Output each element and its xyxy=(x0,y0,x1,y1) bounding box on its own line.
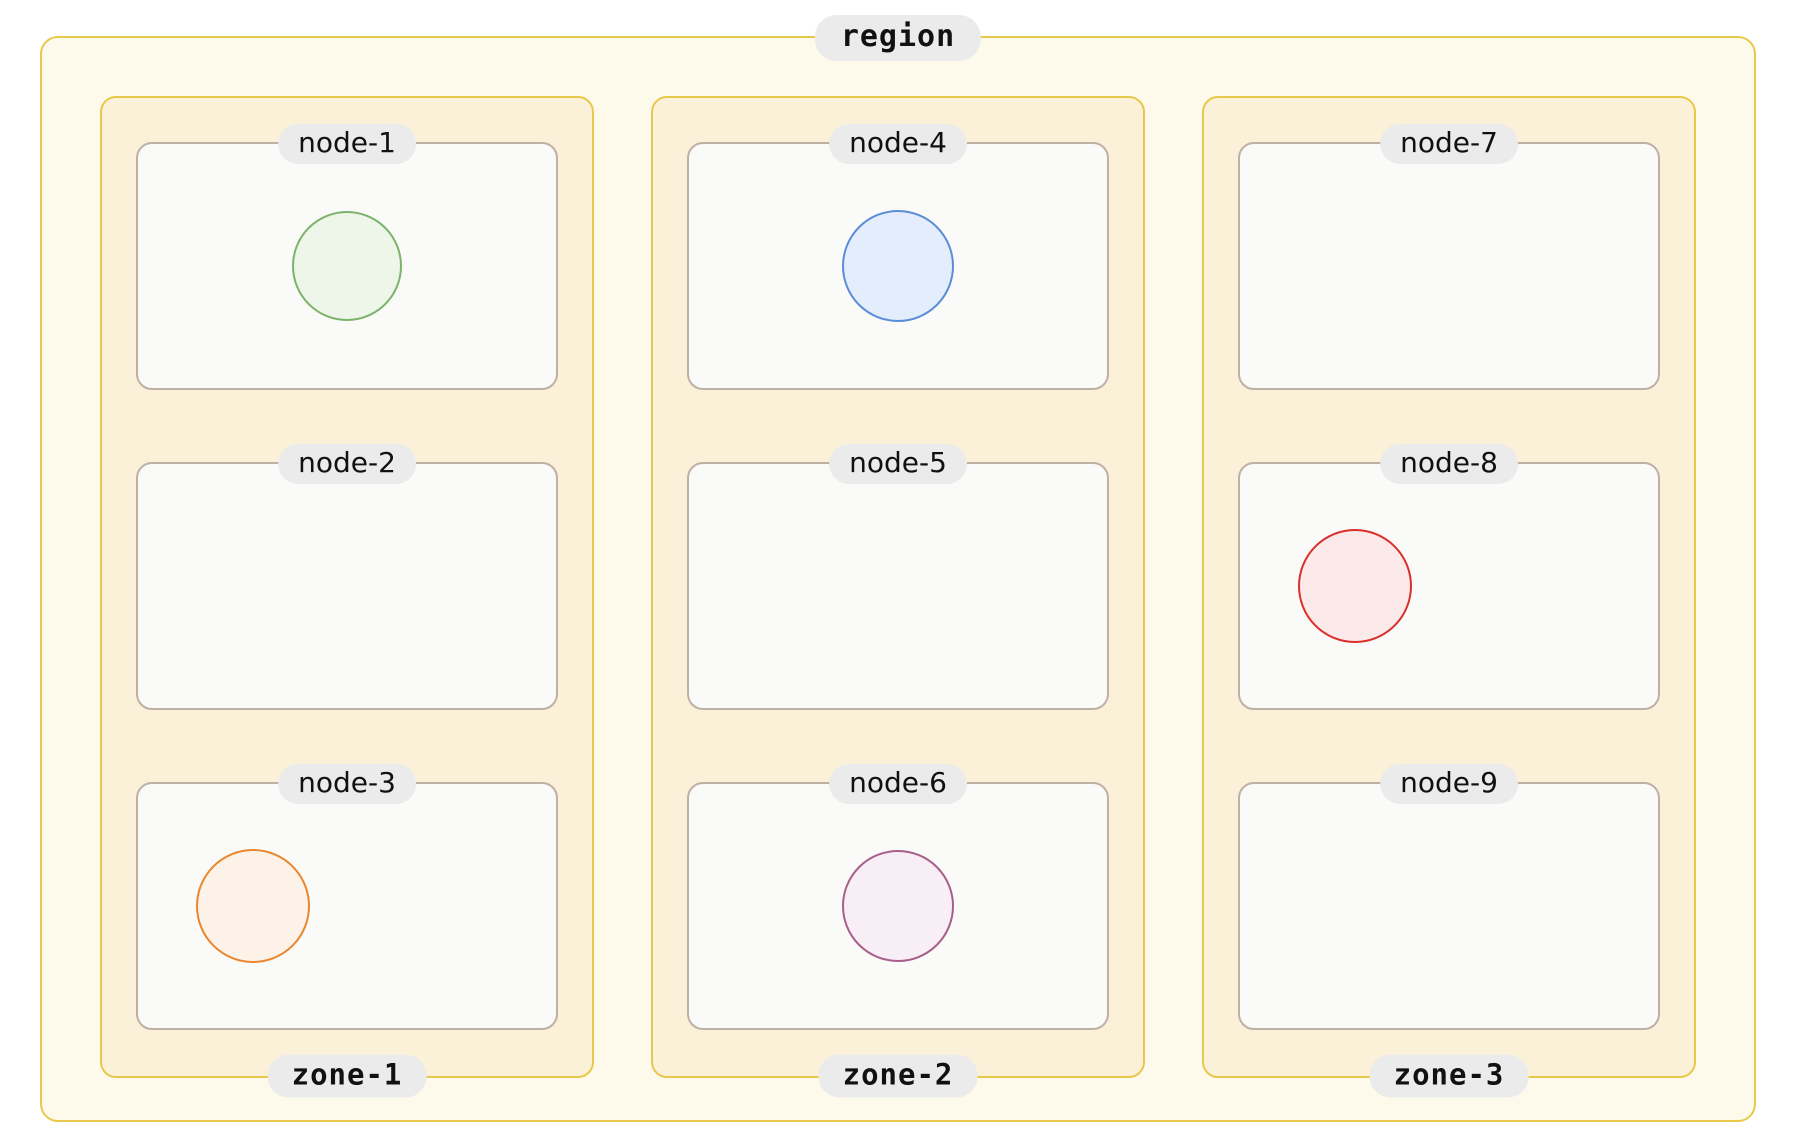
node-circle-1 xyxy=(292,211,402,321)
zone-container-3[interactable]: node-7 node-8 node-9 zone-3 xyxy=(1202,96,1696,1098)
node-label-3: node-3 xyxy=(278,764,416,804)
node-box-8[interactable]: node-8 xyxy=(1238,444,1660,710)
node-label-7: node-7 xyxy=(1380,124,1518,164)
zone-container-2[interactable]: node-4 node-5 node-6 zone-2 xyxy=(651,96,1145,1098)
zone-row: node-1 node-2 node-3 zone-1 node-4 xyxy=(100,96,1696,1098)
node-label-8: node-8 xyxy=(1380,444,1518,484)
zone-container-1[interactable]: node-1 node-2 node-3 zone-1 xyxy=(100,96,594,1098)
node-circle-6 xyxy=(842,850,954,962)
region-container[interactable]: region node-1 node-2 node-3 zone-1 xyxy=(40,15,1756,1122)
node-box-7[interactable]: node-7 xyxy=(1238,124,1660,390)
node-label-5: node-5 xyxy=(829,444,967,484)
zone-label-3: zone-3 xyxy=(1369,1054,1529,1098)
node-label-9: node-9 xyxy=(1380,764,1518,804)
node-circle-3 xyxy=(196,849,310,963)
node-box-4[interactable]: node-4 xyxy=(687,124,1109,390)
node-circle-8 xyxy=(1298,529,1412,643)
node-box-2[interactable]: node-2 xyxy=(136,444,558,710)
zone-label-1: zone-1 xyxy=(267,1054,427,1098)
node-box-3[interactable]: node-3 xyxy=(136,764,558,1030)
node-box-1[interactable]: node-1 xyxy=(136,124,558,390)
node-box-6[interactable]: node-6 xyxy=(687,764,1109,1030)
node-label-2: node-2 xyxy=(278,444,416,484)
zone-label-2: zone-2 xyxy=(818,1054,978,1098)
node-label-6: node-6 xyxy=(829,764,967,804)
node-label-4: node-4 xyxy=(829,124,967,164)
node-box-9[interactable]: node-9 xyxy=(1238,764,1660,1030)
node-box-5[interactable]: node-5 xyxy=(687,444,1109,710)
region-label: region xyxy=(814,15,982,61)
node-circle-4 xyxy=(842,210,954,322)
node-label-1: node-1 xyxy=(278,124,416,164)
